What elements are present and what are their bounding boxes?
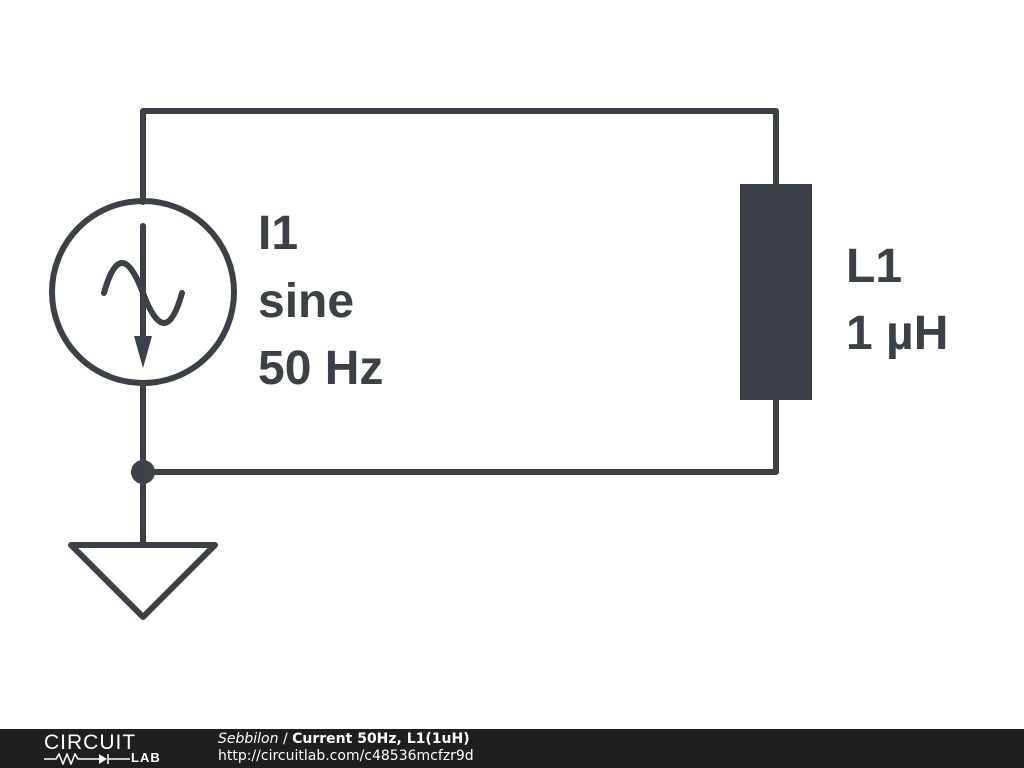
logo-resistor-diode-icon bbox=[44, 753, 130, 765]
inductor-ref-label: L1 bbox=[846, 240, 903, 293]
circuit-schematic bbox=[49, 108, 812, 620]
circuit-url[interactable]: http://circuitlab.com/c48536mcfzr9d bbox=[218, 748, 474, 764]
source-type-label: sine bbox=[258, 275, 355, 328]
author-link[interactable]: Sebbilon bbox=[218, 731, 279, 747]
circuit-title: Current 50Hz, L1(1uH) bbox=[292, 731, 470, 747]
ground-symbol bbox=[68, 542, 218, 620]
wire-bottom bbox=[140, 397, 779, 475]
source-frequency-label: 50 Hz bbox=[258, 342, 384, 395]
meta-separator: / bbox=[282, 731, 288, 747]
circuitlab-logo[interactable]: CIRCUIT bbox=[44, 731, 137, 754]
footer-bar: CIRCUIT LAB Sebbilon / Current 50Hz, L1(… bbox=[0, 729, 1024, 768]
current-source-circle bbox=[49, 198, 237, 386]
current-arrow-head bbox=[134, 336, 152, 368]
junction-dot bbox=[131, 460, 155, 484]
circuit-meta: Sebbilon / Current 50Hz, L1(1uH) http://… bbox=[218, 731, 474, 765]
inductor-body bbox=[740, 184, 812, 400]
wire-top bbox=[140, 108, 779, 205]
source-ref-label: I1 bbox=[258, 207, 299, 260]
meta-line-1: Sebbilon / Current 50Hz, L1(1uH) bbox=[218, 731, 474, 748]
inductor-value-label: 1 µH bbox=[846, 307, 949, 360]
circuitlab-logo-lab: LAB bbox=[131, 750, 161, 765]
